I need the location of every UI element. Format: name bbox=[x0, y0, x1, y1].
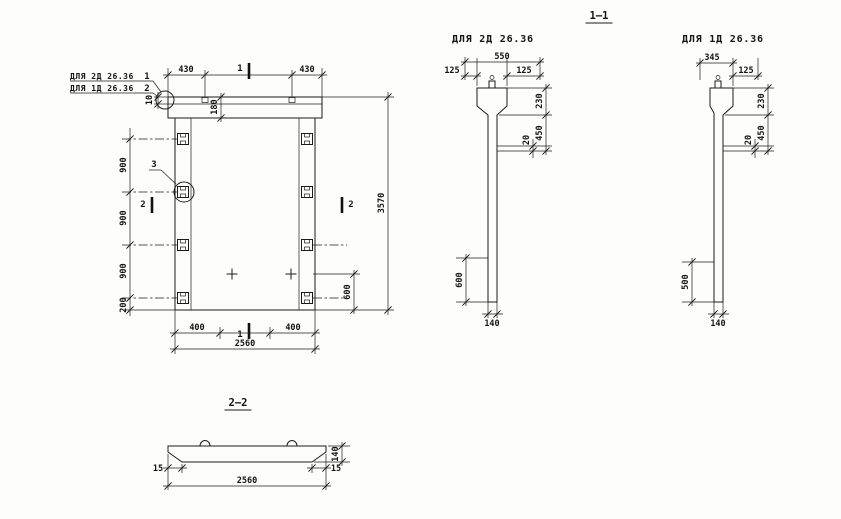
dim-230: 230 bbox=[535, 93, 545, 108]
dim-125-right: 125 bbox=[516, 66, 531, 76]
dim-450: 450 bbox=[535, 125, 545, 140]
callout-for-2d: ДЛЯ 2Д 26.36 1 bbox=[70, 72, 162, 93]
dim-550: 550 bbox=[494, 52, 509, 62]
cut-marker-2-right: 2 bbox=[340, 197, 354, 213]
dim-20: 20 bbox=[744, 135, 754, 145]
dim-125-left: 125 bbox=[444, 66, 459, 76]
callout-for-1d-label: ДЛЯ 1Д 26.36 bbox=[70, 84, 134, 93]
dim-345: 345 bbox=[704, 53, 719, 63]
dim-450: 450 bbox=[757, 125, 767, 140]
plus-marks bbox=[226, 268, 297, 280]
dim-1d-500: 500 bbox=[681, 258, 714, 306]
dim-2d-140: 140 bbox=[482, 302, 503, 329]
cut-marker-1-top: 1 bbox=[237, 63, 251, 79]
dim-2d-top: 550 125 125 bbox=[444, 52, 544, 86]
lifting-loop-left bbox=[199, 440, 211, 447]
dim-left-chain: 900 900 900 200 bbox=[119, 128, 175, 316]
panel-outline bbox=[167, 96, 323, 311]
slab-profile bbox=[167, 440, 327, 463]
dim-20: 20 bbox=[522, 135, 532, 145]
dim-500: 500 bbox=[681, 274, 691, 289]
dim-15-right: 15 bbox=[331, 464, 341, 474]
embed-plates bbox=[177, 133, 313, 304]
cut-1-bottom-label: 1 bbox=[237, 330, 242, 340]
dim-10-label: 10 bbox=[145, 95, 155, 105]
callout-for-1d: ДЛЯ 1Д 26.36 2 bbox=[70, 84, 158, 97]
dim-140: 140 bbox=[710, 319, 725, 329]
cut-2-right-label: 2 bbox=[348, 200, 353, 210]
section-2-2-label: 2—2 bbox=[229, 397, 248, 409]
dim-400-left: 400 bbox=[189, 323, 204, 333]
dim-900-3: 900 bbox=[119, 263, 129, 278]
dim-140: 140 bbox=[331, 446, 341, 461]
dim-3570-label: 3570 bbox=[377, 193, 387, 213]
callout-for-1d-number: 2 bbox=[144, 84, 149, 94]
dim-600-right: 600 bbox=[313, 270, 360, 314]
section-2d-view: ДЛЯ 2Д 26.36 550 125 125 bbox=[444, 34, 552, 329]
section-1d-view: ДЛЯ 1Д 26.36 345 125 230 450 bbox=[681, 34, 774, 329]
cut-2-left-label: 2 bbox=[140, 200, 145, 210]
dim-22-bottom: 15 15 2560 bbox=[153, 454, 341, 490]
dim-2560-label: 2560 bbox=[235, 339, 255, 349]
section-1-1-label: 1—1 bbox=[590, 10, 609, 22]
section-1-1-title: 1—1 bbox=[585, 10, 613, 24]
dim-600-label: 600 bbox=[343, 284, 353, 299]
cut-marker-2-left: 2 bbox=[140, 197, 154, 213]
dim-140: 140 bbox=[484, 319, 499, 329]
dim-900-2: 900 bbox=[119, 210, 129, 225]
lifting-loop-right bbox=[286, 440, 298, 447]
dim-top-430: 430 430 bbox=[163, 65, 327, 97]
dim-15-left: 15 bbox=[153, 464, 163, 474]
cut-marker-1-bottom: 1 bbox=[237, 323, 251, 340]
dim-200: 200 bbox=[119, 297, 129, 312]
dim-1d-top: 345 125 bbox=[696, 53, 762, 86]
callout-for-2d-label: ДЛЯ 2Д 26.36 bbox=[70, 72, 134, 81]
section-1d-title: ДЛЯ 1Д 26.36 bbox=[682, 34, 764, 45]
detail-3-label: 3 bbox=[151, 160, 156, 170]
loop-mark-right bbox=[288, 97, 296, 103]
dim-900-1: 900 bbox=[119, 157, 129, 172]
corner-detail-balloon bbox=[155, 90, 175, 110]
detail-3-balloon: 3 bbox=[149, 160, 195, 203]
plan-view: ДЛЯ 2Д 26.36 1 ДЛЯ 1Д 26.36 2 3 bbox=[70, 63, 394, 354]
dim-430-right: 430 bbox=[299, 65, 314, 75]
section-2d-title: ДЛЯ 2Д 26.36 bbox=[452, 34, 534, 45]
cut-1-top-label: 1 bbox=[237, 64, 242, 74]
dim-10: 10 bbox=[145, 92, 168, 109]
dim-3570: 3570 bbox=[315, 92, 394, 315]
section-2-2-view: 2—2 140 15 15 2560 bbox=[153, 397, 350, 490]
dim-1d-right: 230 450 20 bbox=[725, 84, 774, 158]
dim-230: 230 bbox=[757, 93, 767, 108]
loop-mark-left bbox=[201, 97, 209, 103]
callout-for-2d-number: 1 bbox=[144, 72, 149, 82]
dim-2560: 2560 bbox=[237, 476, 257, 486]
dim-180-label: 180 bbox=[210, 99, 220, 114]
dim-2d-600: 600 bbox=[455, 254, 488, 306]
dim-2d-right: 230 450 20 bbox=[499, 84, 552, 158]
dim-bottom: 400 400 2560 bbox=[170, 310, 320, 354]
centerlines bbox=[122, 138, 347, 299]
dim-430-left: 430 bbox=[178, 65, 193, 75]
dim-1d-140: 140 bbox=[708, 302, 729, 329]
dim-22-140: 140 bbox=[314, 442, 350, 466]
dim-125: 125 bbox=[738, 66, 753, 76]
dim-180: 180 bbox=[210, 93, 225, 122]
dim-400-right: 400 bbox=[285, 323, 300, 333]
dim-600: 600 bbox=[455, 272, 465, 287]
